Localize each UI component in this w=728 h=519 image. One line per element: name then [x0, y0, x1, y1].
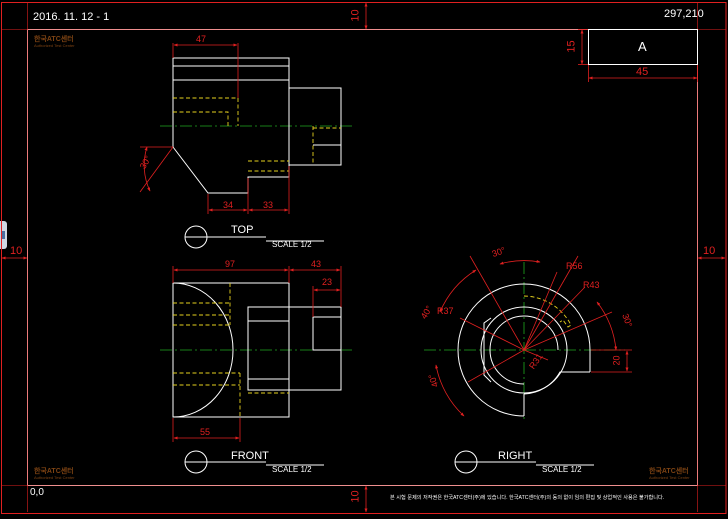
dim-top-step-2: 33: [263, 200, 274, 210]
paper-size: 297,210: [664, 8, 704, 20]
dim-front-arc: 55: [200, 427, 211, 437]
margin-top-dimension: 10: [349, 9, 362, 22]
front-view-title: FRONT: [231, 450, 269, 462]
dim-front-boss: 43: [311, 259, 322, 269]
top-view-scale: SCALE 1/2: [272, 240, 312, 249]
dim-right-radius-37: R37: [437, 306, 454, 316]
front-view-scale: SCALE 1/2: [272, 465, 312, 474]
right-view: [424, 255, 632, 474]
margin-right-dimension: 10: [703, 245, 716, 257]
dim-top-width: 47: [196, 34, 207, 44]
dim-front-hole: 23: [322, 277, 333, 287]
dim-right-step: 20: [611, 355, 622, 366]
margin-bottom-dimension: 10: [349, 490, 362, 503]
title-box-height-dimension: 15: [565, 40, 578, 53]
side-panel-handle[interactable]: [0, 221, 7, 249]
right-view-scale: SCALE 1/2: [542, 465, 582, 474]
title-box-width-dimension: 45: [636, 66, 649, 78]
dim-right-radius-56: R56: [566, 261, 583, 271]
right-view-title: RIGHT: [498, 450, 533, 462]
dim-front-overall: 97: [225, 259, 236, 269]
copyright-notice: 본 시험 문제의 저작권은 한국ATC센터(주)에 있습니다. 한국ATC센터(…: [390, 495, 665, 501]
drawing-date: 2016. 11. 12 - 1: [33, 11, 110, 23]
margin-left-dimension: 10: [10, 245, 23, 257]
origin-coordinate: 0,0: [30, 487, 44, 498]
dim-top-step-1: 34: [223, 200, 234, 210]
top-view: [139, 43, 352, 249]
front-view: [160, 266, 352, 474]
top-view-title: TOP: [231, 224, 254, 236]
title-box-label: A: [638, 39, 647, 54]
title-box: [578, 29, 698, 82]
dim-right-radius-43: R43: [583, 280, 600, 290]
